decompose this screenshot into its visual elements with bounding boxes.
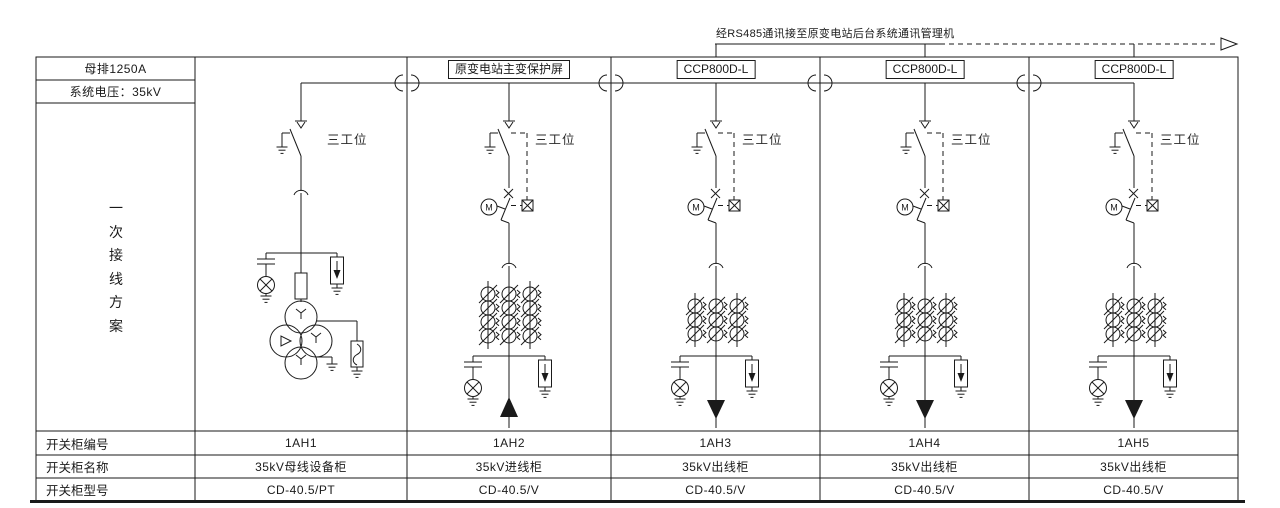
col2-cabinet-name: 35kV进线柜: [475, 460, 543, 474]
col4-switch-label: 三工位: [951, 133, 992, 147]
col4-cabinet-code: 1AH4: [908, 436, 941, 450]
col1-cabinet-model: CD-40.5/PT: [266, 482, 336, 497]
motor-operator-letter: M: [1110, 203, 1118, 213]
col3-panel-header: CCP800D-L: [676, 60, 756, 79]
col1-cabinet-name: 35kV母线设备柜: [255, 460, 347, 474]
motor-operator-letter: M: [485, 203, 493, 213]
rs485-comm-label: 经RS485通讯接至原变电站后台系统通讯管理机: [716, 28, 955, 40]
col5-cabinet-model: CD-40.5/V: [1103, 482, 1164, 497]
col3-cabinet-model: CD-40.5/V: [685, 482, 746, 497]
row-label-cabinet-code: 开关柜编号: [46, 437, 109, 452]
row-label-cabinet-model: 开关柜型号: [46, 484, 109, 498]
col4-cabinet-model: CD-40.5/V: [894, 482, 955, 497]
col2-cabinet-model: CD-40.5/V: [478, 482, 540, 497]
row-label-cabinet-name: 开关柜名称: [46, 461, 109, 475]
col3-cabinet-code: 1AH3: [699, 436, 732, 450]
col3-switch-label: 三工位: [742, 133, 783, 147]
col2-panel-header: 原变电站主变保护屏: [447, 60, 571, 79]
col5-switch-label: 三工位: [1160, 133, 1201, 147]
col5-cabinet-code: 1AH5: [1117, 436, 1150, 450]
busbar-rating-label: 母排1250A: [84, 62, 147, 76]
col3-cabinet-name: 35kV出线柜: [682, 460, 749, 474]
system-voltage-label: 系统电压：35kV: [69, 85, 162, 99]
col1-switch-label: 三工位: [327, 133, 368, 147]
motor-operator-letter: M: [901, 203, 909, 213]
col2-switch-label: 三工位: [535, 133, 576, 147]
col4-panel-header: CCP800D-L: [885, 60, 965, 79]
col5-panel-header: CCP800D-L: [1094, 60, 1174, 79]
col4-cabinet-name: 35kV出线柜: [891, 460, 958, 474]
col1-cabinet-code: 1AH1: [284, 436, 318, 450]
scheme-title: 一次接线方案: [109, 200, 123, 334]
col2-cabinet-code: 1AH2: [492, 436, 526, 450]
col5-cabinet-name: 35kV出线柜: [1100, 460, 1167, 474]
motor-operator-letter: M: [692, 203, 700, 213]
